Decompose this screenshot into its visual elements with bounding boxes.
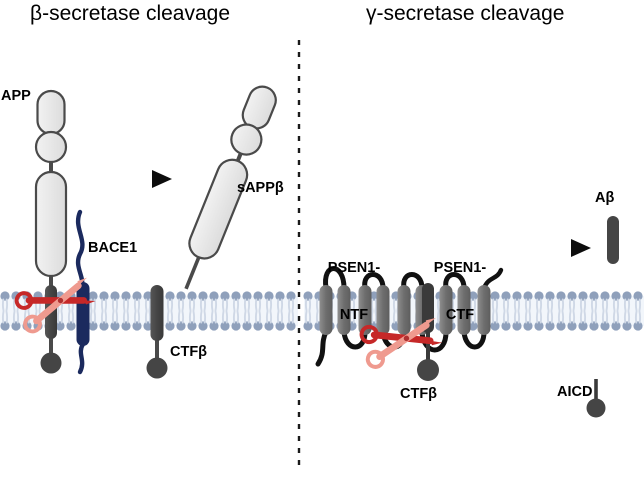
arrow-gamma-cleavage <box>517 239 591 257</box>
label-abeta: Aβ <box>595 190 615 206</box>
app-lobe-1 <box>36 89 66 136</box>
app-protein <box>34 89 68 374</box>
label-ctfb-right: CTFβ <box>400 386 438 402</box>
label-psen1-ctf-line2: CTF <box>445 307 475 324</box>
title-gamma-secretase: γ-secretase cleavage <box>366 2 565 25</box>
label-psen1-ntf: PSEN1- NTF <box>318 230 390 355</box>
ctfb-fragment-left <box>146 285 168 379</box>
app-c-terminus <box>40 352 62 374</box>
app-lobe-2 <box>34 130 68 164</box>
psen1-helix-8 <box>457 285 471 335</box>
ctfb-left-c-terminus <box>146 357 168 379</box>
psen1-helix-7 <box>439 285 453 335</box>
sappb-lobe-2 <box>230 123 263 156</box>
psen1-helix-1 <box>319 285 333 335</box>
title-beta-secretase: β-secretase cleavage <box>30 2 231 25</box>
label-aicd: AICD <box>557 384 593 400</box>
psen1-helix-9 <box>477 285 491 335</box>
ctfb-left-transmembrane <box>150 285 164 341</box>
sappb-fragment <box>184 85 277 290</box>
bace1-transmembrane <box>76 282 90 346</box>
app-lobe-3 <box>34 170 68 278</box>
label-bace1: BACE1 <box>88 240 138 256</box>
label-psen1-ntf-line2: NTF <box>339 307 369 324</box>
ctfb-right-c-terminus <box>417 359 439 381</box>
sappb-lobe-3 <box>188 158 249 260</box>
label-psen1-ctf-line1: PSEN1- <box>433 260 487 277</box>
label-psen1-ctf: PSEN1- CTF <box>424 230 496 355</box>
abeta-peptide <box>607 216 619 264</box>
label-sappb: sAPPβ <box>237 180 284 196</box>
bace1-enzyme <box>75 209 90 375</box>
psen1-helix-5 <box>397 285 411 335</box>
label-ctfb-left: CTFβ <box>170 344 208 360</box>
label-app: APP <box>1 88 31 104</box>
psen1-helix-4 <box>376 285 390 335</box>
arrow-beta-cleavage <box>97 170 172 188</box>
label-psen1-ntf-line1: PSEN1- <box>327 260 381 277</box>
psen1-helix-3 <box>358 285 372 335</box>
aicd-fragment <box>586 379 606 418</box>
psen1-helix-2 <box>337 285 351 335</box>
